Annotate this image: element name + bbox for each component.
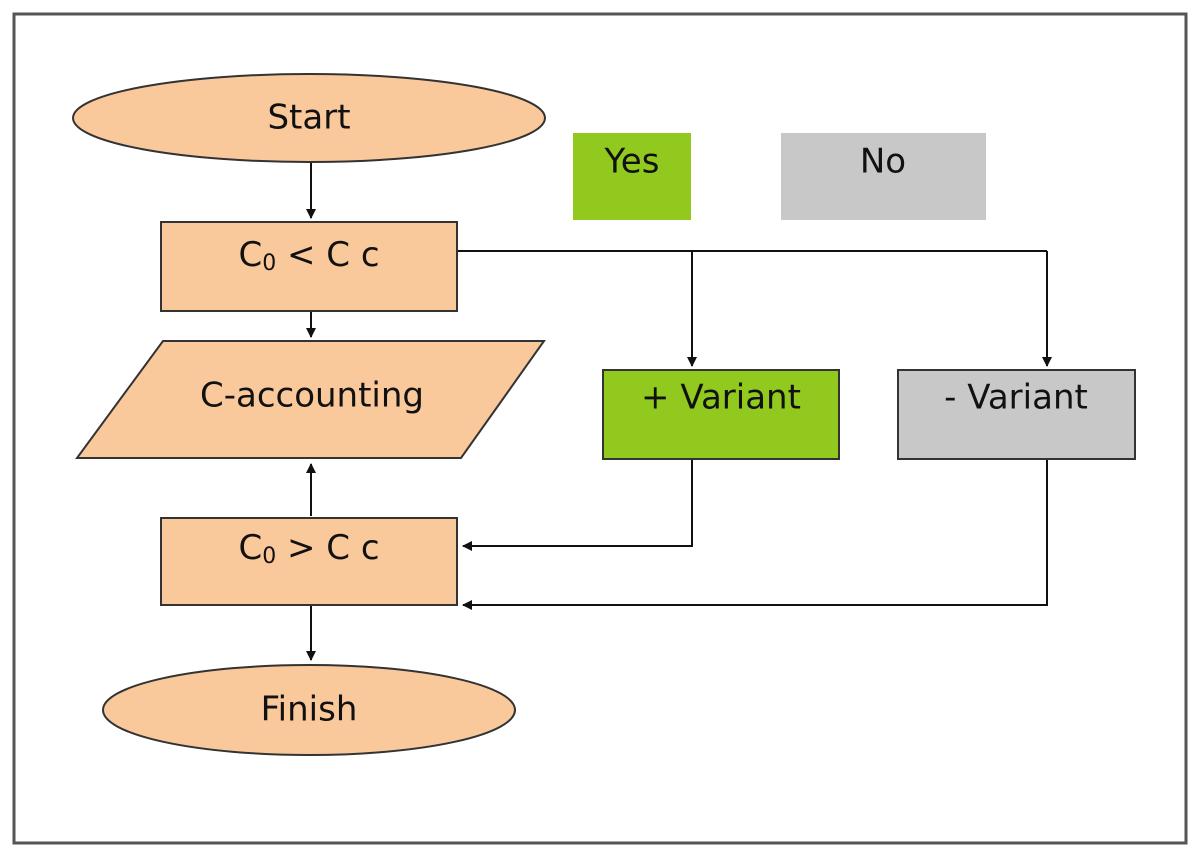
node-finish: Finish <box>102 664 516 756</box>
node-plus-variant-label: + Variant <box>641 378 801 418</box>
legend-no-swatch <box>781 133 986 220</box>
node-condition-greater-suffix: > C c <box>276 528 379 568</box>
legend-no-label: No <box>860 142 906 182</box>
node-condition-less-subscript: 0 <box>262 251 276 276</box>
node-condition-less: C0 < C c <box>160 221 458 312</box>
node-condition-greater-subscript: 0 <box>262 544 276 569</box>
node-start-label: Start <box>267 98 350 138</box>
arrow-minus-variant-to-cond-greater <box>462 459 1048 610</box>
node-condition-greater: C0 > C c <box>160 517 458 606</box>
node-condition-greater-prefix: C <box>238 528 262 568</box>
node-plus-variant: + Variant <box>602 369 840 460</box>
legend-yes-swatch <box>573 133 691 220</box>
node-finish-label: Finish <box>261 690 358 730</box>
node-condition-greater-label: C0 > C c <box>238 528 379 570</box>
node-start: Start <box>72 73 546 163</box>
node-accounting-label: C-accounting <box>200 376 424 416</box>
node-minus-variant-label: - Variant <box>944 378 1088 418</box>
node-condition-less-suffix: < C c <box>276 235 379 275</box>
legend: Yes No <box>573 133 986 220</box>
arrow-plus-variant-to-cond-greater <box>462 459 693 551</box>
connectors <box>306 162 1052 661</box>
node-condition-less-prefix: C <box>238 235 262 275</box>
node-minus-variant: - Variant <box>897 369 1136 460</box>
node-condition-less-label: C0 < C c <box>238 235 379 277</box>
node-accounting: C-accounting <box>75 340 546 459</box>
legend-yes-label: Yes <box>604 142 660 182</box>
